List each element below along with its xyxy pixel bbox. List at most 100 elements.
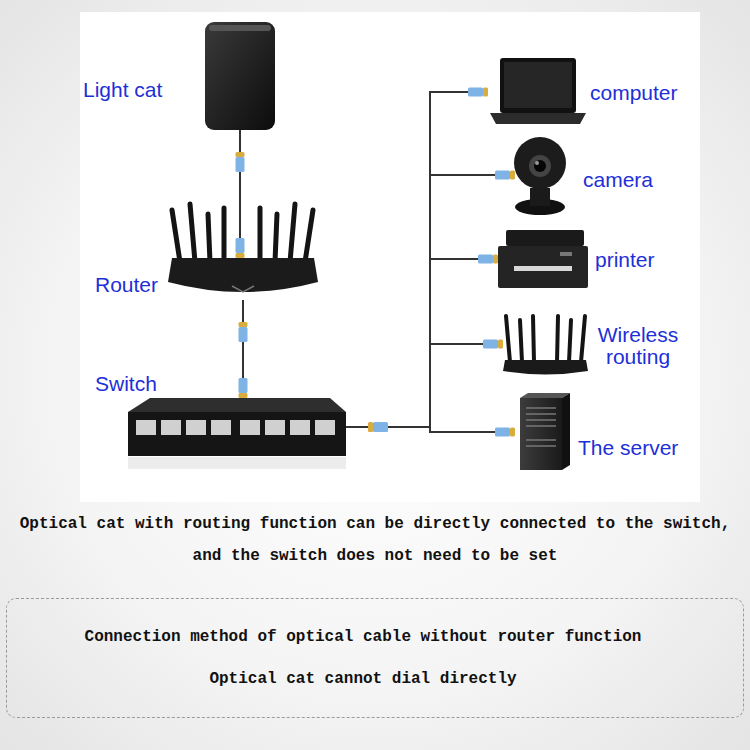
port: [186, 420, 206, 435]
cable-line: [346, 344, 503, 427]
server-bays: [526, 408, 556, 446]
plug-tip: [493, 255, 498, 264]
device-node: computer: [488, 58, 586, 126]
router-body: [168, 258, 318, 292]
printer-body: [498, 246, 588, 288]
cable-plug: [236, 238, 245, 253]
optical-modem: [205, 22, 275, 130]
laptop-screen: [500, 58, 576, 113]
antenna: [305, 210, 313, 262]
server-top: [520, 393, 570, 398]
antenna: [533, 316, 534, 362]
device-label: Wireless routing: [588, 324, 688, 368]
device-node: The server: [515, 393, 570, 471]
laptop-icon: [490, 58, 586, 124]
camera-lens: [534, 160, 546, 172]
printer-icon: [498, 230, 588, 288]
antenna: [190, 204, 195, 262]
plug-tip: [498, 340, 503, 349]
lens-glint: [535, 161, 539, 165]
antenna: [290, 204, 295, 262]
cable-plug: [373, 423, 388, 432]
note-text: Connection method of optical cable witho…: [85, 627, 642, 647]
cable-line: [346, 175, 515, 427]
plug-tip: [239, 322, 248, 327]
antenna: [208, 214, 210, 262]
switch-node: Switch: [128, 398, 346, 456]
network-cable: [239, 300, 248, 398]
port: [136, 420, 156, 435]
antenna: [569, 320, 571, 362]
caption-text: Optical cat with routing function can be…: [15, 508, 735, 572]
antenna: [520, 320, 522, 362]
plug-tip: [368, 423, 373, 432]
bay: [526, 439, 556, 441]
camera-icon: [514, 137, 566, 215]
plug-tip: [236, 152, 245, 157]
plug-tip: [236, 253, 245, 258]
antenna: [258, 208, 263, 262]
antenna: [506, 316, 510, 362]
device-node: camera: [515, 134, 565, 216]
white-panel: [80, 12, 700, 502]
port: [211, 420, 231, 435]
label-holder: camera: [583, 168, 693, 192]
switch-top: [128, 398, 346, 412]
label-holder: The server: [578, 436, 693, 460]
device-label: Router: [95, 273, 195, 297]
label-holder: computer: [590, 81, 700, 105]
plug-tip: [510, 428, 515, 437]
plug-tip: [483, 88, 488, 97]
antenna: [557, 316, 558, 362]
antenna: [222, 208, 227, 262]
server-side: [562, 393, 570, 470]
plug-tip: [368, 423, 373, 432]
device-node: Wireless routing: [503, 312, 588, 376]
cable-plug: [495, 428, 510, 437]
device-label: printer: [595, 248, 695, 272]
caption-line: Optical cat with routing function can be…: [20, 515, 731, 565]
plug-tip: [239, 393, 248, 398]
router-antennas: [506, 316, 585, 362]
device-label: camera: [583, 168, 693, 192]
wireless-router-icon: [503, 316, 588, 375]
cable-plug: [239, 378, 248, 393]
cable-plug: [373, 423, 388, 432]
bay: [526, 419, 556, 421]
printer-panel: [560, 252, 572, 256]
bay: [526, 413, 556, 415]
switch-front: [128, 412, 346, 456]
router-chevron: [232, 286, 254, 292]
laptop-base: [490, 113, 586, 124]
modem-node: Light cat: [205, 22, 275, 130]
antenna: [581, 316, 585, 362]
port: [290, 420, 310, 435]
cable-plug: [373, 423, 388, 432]
bay: [526, 407, 556, 409]
bay: [526, 445, 556, 447]
label-holder: printer: [595, 248, 695, 272]
cable-plug: [236, 157, 245, 172]
cable-plug: [373, 423, 388, 432]
cable-plug: [483, 340, 498, 349]
port: [240, 420, 260, 435]
antenna: [172, 210, 180, 262]
cable-plug: [495, 171, 510, 180]
label-holder: Wireless routing: [588, 324, 688, 368]
router-icon: [168, 204, 318, 292]
printer-top: [506, 230, 584, 246]
camera-neck: [530, 188, 550, 206]
printer-slot: [514, 266, 572, 271]
server-icon: [520, 393, 570, 470]
plug-tip: [510, 171, 515, 180]
router-node: Router: [168, 258, 318, 300]
bay: [526, 425, 556, 427]
port: [315, 420, 335, 435]
port: [161, 420, 181, 435]
cable-plug: [478, 255, 493, 264]
network-cable: [346, 340, 503, 432]
server-front: [520, 398, 562, 470]
port: [265, 420, 285, 435]
camera-lens-ring: [529, 155, 551, 177]
